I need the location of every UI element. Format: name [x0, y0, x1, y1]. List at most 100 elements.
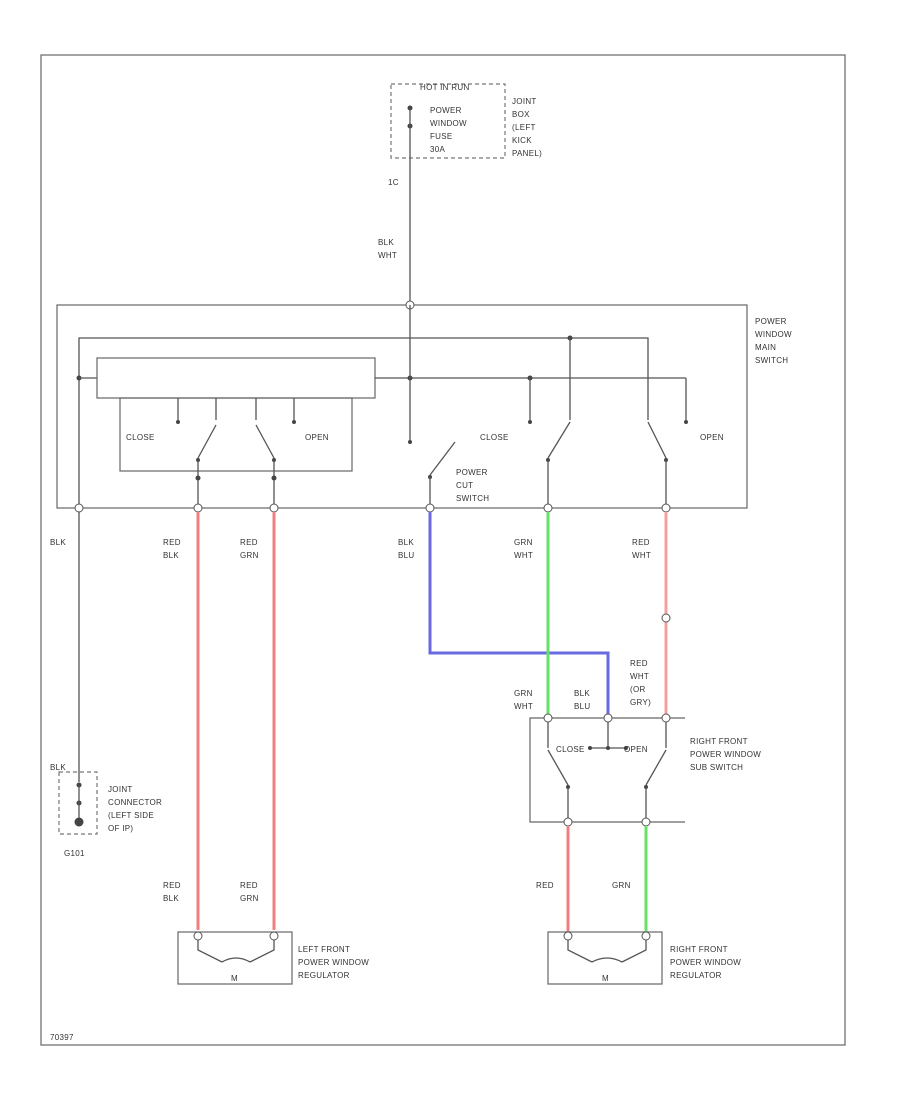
motor-symbol [591, 957, 623, 963]
main-switch: POWER WINDOW MAIN SWITCH CLOSE OP [56, 300, 792, 513]
main-switch-outline [56, 304, 748, 509]
wire-color-label: GRN [514, 689, 533, 698]
regulator-terminal [563, 931, 573, 941]
main-switch-terminal [661, 503, 671, 513]
fuse-name-line: POWER [430, 106, 462, 115]
sub-switch: CLOSE OPEN RIGHT FRONT POWER WINDOW SUB … [529, 713, 761, 827]
right-close-label: CLOSE [480, 433, 509, 442]
left-regulator: M LEFT FRONT POWER WINDOW REGULATOR [177, 931, 369, 985]
motor-label: M [602, 974, 609, 983]
wire-color-label: GRN [514, 538, 533, 547]
sub-close-label: CLOSE [556, 745, 585, 754]
fuse-header: HOT IN RUN [420, 83, 470, 92]
fuse-block: HOT IN RUN POWER WINDOW FUSE 30A JOINT B… [388, 83, 542, 187]
joint-connector-name-line: (LEFT SIDE [108, 811, 154, 820]
regulator-terminal [269, 931, 279, 941]
left-regulator-outline [177, 931, 293, 985]
sub-switch-node [588, 746, 592, 750]
feed-wire-color: BLK [378, 238, 394, 247]
wire-color-label: RED [163, 538, 181, 547]
blue-wire [428, 512, 610, 718]
sub-switch-blade [645, 749, 667, 786]
right-regulator-outline [547, 931, 663, 985]
switch-blade [197, 424, 217, 459]
wire-color-label: RED [632, 538, 650, 547]
wire-color-label: BLK [398, 538, 414, 547]
sub-switch-blade [547, 749, 569, 786]
joint-connector-outline [58, 771, 98, 835]
fuse-name-line: WINDOW [430, 119, 467, 128]
regulator-motor-lead [197, 940, 223, 963]
cut-switch-name-line: POWER [456, 468, 488, 477]
sub-switch-name-line: SUB SWITCH [690, 763, 743, 772]
wire-color-label: BLU [574, 702, 590, 711]
switch-node [195, 475, 201, 481]
ground-joint-connector: BLK JOINT CONNECTOR (LEFT SIDE OF IP) G1… [50, 763, 162, 858]
main-switch-name-line: POWER [755, 317, 787, 326]
fuse-location-line: JOINT [512, 97, 537, 106]
switch-contact-node [528, 420, 532, 424]
diagram-frame [40, 54, 846, 1046]
fuse-rating: 30A [430, 145, 445, 154]
right-regulator-name-line: POWER WINDOW [670, 958, 741, 967]
wire-color-label: RED [630, 659, 648, 668]
wire-color-label: WHT [514, 702, 533, 711]
cut-switch-name-line: SWITCH [456, 494, 489, 503]
switch-contact-node [292, 420, 296, 424]
sub-switch-terminal [543, 713, 553, 723]
wire-color-label: WHT [632, 551, 651, 560]
motor-symbol [221, 957, 251, 963]
wire-color-label: RED [240, 538, 258, 547]
wire-color-label: WHT [630, 672, 649, 681]
cut-switch-blade [429, 441, 456, 476]
main-switch-name-line: SWITCH [755, 356, 788, 365]
wire-color-label: RED [536, 881, 554, 890]
main-switch-name-line: MAIN [755, 343, 776, 352]
wire-color-label: BLK [163, 551, 179, 560]
wire-color-label: GRN [612, 881, 631, 890]
regulator-terminal [193, 931, 203, 941]
fuse-block-outline [390, 83, 506, 159]
regulator-terminal [641, 931, 651, 941]
fuse-name-line: FUSE [430, 132, 453, 141]
wire-color-label: RED [240, 881, 258, 890]
ground-connector-wire-color: BLK [50, 763, 66, 772]
wire-color-label: RED [163, 881, 181, 890]
ground-node [74, 817, 84, 827]
left-regulator-name-line: POWER WINDOW [298, 958, 369, 967]
sub-switch-node [624, 746, 628, 750]
wire-color-label: GRN [240, 551, 259, 560]
left-close-label: CLOSE [126, 433, 155, 442]
feed-wire-color: WHT [378, 251, 397, 260]
sub-switch-node [606, 746, 610, 750]
switch-node [271, 475, 277, 481]
joint-connector-name-line: JOINT [108, 785, 133, 794]
left-regulator-name-line: LEFT FRONT [298, 945, 350, 954]
switch-blade [547, 421, 571, 459]
motor-label: M [231, 974, 238, 983]
joint-connector-name-line: CONNECTOR [108, 798, 162, 807]
ground-id: G101 [64, 849, 85, 858]
left-open-label: OPEN [305, 433, 329, 442]
wire-color-label: GRY) [630, 698, 651, 707]
wire-color-label: BLU [398, 551, 414, 560]
left-switch-housing [119, 397, 353, 472]
sub-switch-terminal [603, 713, 613, 723]
regulator-motor-lead [621, 940, 647, 963]
right-open-label: OPEN [700, 433, 724, 442]
switch-blade [647, 421, 667, 459]
regulator-motor-lead [249, 940, 275, 963]
main-switch-terminal [193, 503, 203, 513]
fuse-location-line: KICK [512, 136, 532, 145]
regulator-motor-lead [567, 940, 593, 963]
wire-color-label: GRN [240, 894, 259, 903]
switch-contact-node [176, 420, 180, 424]
wire-color-label: WHT [514, 551, 533, 560]
main-switch-terminal [269, 503, 279, 513]
sub-switch-name-line: POWER WINDOW [690, 750, 761, 759]
right-regulator: M RIGHT FRONT POWER WINDOW REGULATOR [547, 931, 741, 985]
cut-switch-name-line: CUT [456, 481, 473, 490]
left-regulator-name-line: REGULATOR [298, 971, 350, 980]
fuse-location-line: BOX [512, 110, 530, 119]
